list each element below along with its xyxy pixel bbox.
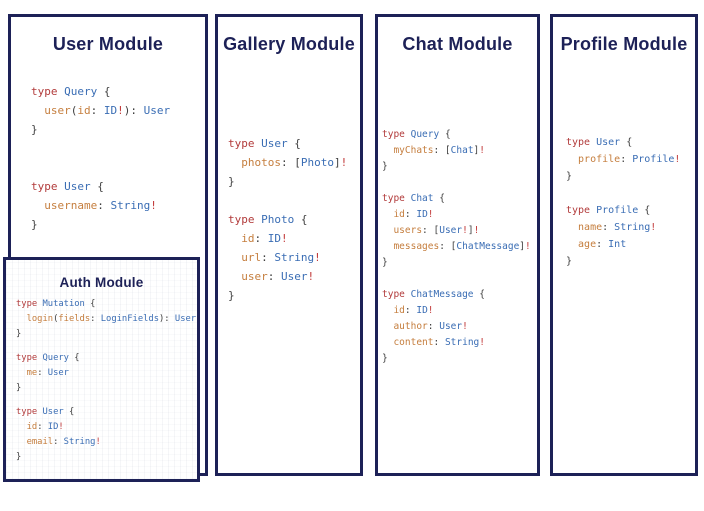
code-line: type Query {	[382, 129, 451, 140]
code-line: type Profile {	[566, 205, 651, 216]
code-line	[16, 342, 196, 351]
code-line: user: User!	[228, 270, 315, 283]
code-line: }	[16, 383, 22, 393]
code-line: id: ID!	[382, 305, 434, 316]
code-line: }	[382, 257, 388, 268]
code-line: type Chat {	[382, 193, 445, 204]
code-line: }	[31, 218, 38, 231]
code-line: photos: [Photo]!	[228, 156, 348, 169]
code-line	[382, 271, 531, 287]
code-line: id: ID!	[382, 209, 434, 220]
code-line: type Photo {	[228, 213, 308, 226]
code-line: age: Int	[566, 239, 627, 250]
code-line	[31, 158, 170, 177]
code-line: type Query {	[31, 85, 111, 98]
profile-module-code: type User { profile: Profile!} type Prof…	[566, 134, 680, 270]
code-line	[16, 396, 196, 405]
code-line: }	[228, 289, 235, 302]
code-line: username: String!	[31, 199, 157, 212]
code-line: author: User!	[382, 321, 468, 332]
panel-chat-module: Chat Module type Query { myChats: [Chat]…	[375, 14, 540, 476]
code-line: id: ID!	[228, 232, 288, 245]
chat-module-title: Chat Module	[402, 34, 513, 54]
gallery-module-code: type User { photos: [Photo]!} type Photo…	[228, 134, 347, 305]
code-line: user(id: ID!): User	[31, 104, 171, 117]
code-line: url: String!	[228, 251, 321, 264]
code-line: type ChatMessage {	[382, 289, 485, 300]
code-line: id: ID!	[16, 422, 64, 432]
code-line: }	[382, 353, 388, 364]
code-line: }	[566, 171, 573, 182]
code-line: }	[16, 452, 22, 462]
code-line: users: [User!]!	[382, 225, 480, 236]
code-line	[566, 185, 680, 202]
code-line: }	[228, 175, 235, 188]
code-line: login(fields: LoginFields): User	[16, 314, 197, 324]
chat-module-code: type Query { myChats: [Chat]!} type Chat…	[382, 127, 531, 367]
code-line: me: User	[16, 368, 69, 378]
code-line: type Query {	[16, 353, 80, 363]
code-line: profile: Profile!	[566, 154, 681, 165]
code-line: type User {	[16, 407, 75, 417]
code-line: messages: [ChatMessage]!	[382, 241, 531, 252]
code-line: type Mutation {	[16, 299, 96, 309]
code-line: myChats: [Chat]!	[382, 145, 486, 156]
code-line: type User {	[31, 180, 104, 193]
code-line: }	[382, 161, 388, 172]
profile-module-title: Profile Module	[560, 34, 688, 54]
panel-gallery-module: Gallery Module type User { photos: [Phot…	[215, 14, 363, 476]
user-module-title: User Module	[52, 34, 164, 54]
code-line: }	[31, 123, 38, 136]
code-line	[382, 175, 531, 191]
auth-module-title: Auth Module	[59, 275, 144, 290]
code-line: name: String!	[566, 222, 657, 233]
panel-auth-module: Auth Module type Mutation { login(fields…	[3, 257, 200, 482]
code-line: content: String!	[382, 337, 485, 348]
auth-module-code: type Mutation { login(fields: LoginField…	[16, 297, 196, 465]
user-module-code: type Query { user(id: ID!): User} type U…	[31, 82, 170, 234]
code-line: }	[566, 256, 573, 267]
code-line: type User {	[228, 137, 301, 150]
code-line	[31, 139, 170, 158]
code-line: email: String!	[16, 437, 101, 447]
panel-profile-module: Profile Module type User { profile: Prof…	[550, 14, 698, 476]
gallery-module-title: Gallery Module	[223, 34, 355, 54]
code-line: }	[16, 329, 22, 339]
code-line: type User {	[566, 137, 633, 148]
code-line	[228, 191, 347, 210]
